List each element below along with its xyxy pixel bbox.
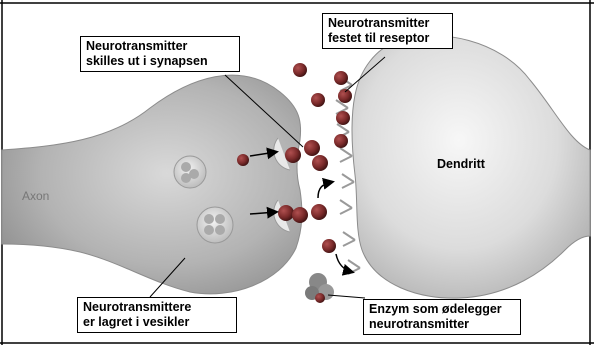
label-stored: Neurotransmittere er lagret i vesikler (77, 297, 237, 333)
neurotransmitter (278, 205, 294, 221)
vesicle (197, 207, 233, 243)
neurotransmitter (311, 204, 327, 220)
neurotransmitter (338, 89, 352, 103)
neurotransmitter (237, 154, 249, 166)
enzyme (305, 273, 334, 303)
label-bound-line2: festet til reseptor (328, 31, 447, 46)
neurotransmitter (311, 93, 325, 107)
vesicle-content (204, 214, 214, 224)
neurotransmitter (336, 111, 350, 125)
neurotransmitter (322, 239, 336, 253)
neurotransmitter (334, 134, 348, 148)
receptor (342, 174, 354, 188)
label-enzyme-line2: neurotransmitter (369, 317, 515, 332)
label-stored-line1: Neurotransmittere (83, 300, 231, 315)
label-enzyme: Enzym som ødelegger neurotransmitter (363, 299, 521, 335)
label-released-line2: skilles ut i synapsen (86, 54, 234, 69)
receptor (340, 148, 352, 162)
label-axon: Axon (22, 189, 49, 203)
diffusion-arrow (318, 182, 332, 198)
label-dendrite: Dendritt (437, 157, 485, 171)
neurotransmitter (312, 155, 328, 171)
diffusion-arrow (336, 254, 352, 272)
receptor (340, 200, 352, 214)
vesicle-content (215, 225, 225, 235)
leader-line-enzyme (328, 295, 365, 298)
label-enzyme-line1: Enzym som ødelegger (369, 302, 515, 317)
neurotransmitter (292, 207, 308, 223)
vesicle-content (181, 162, 191, 172)
vesicle-content (204, 225, 214, 235)
label-released: Neurotransmitter skilles ut i synapsen (80, 36, 240, 72)
neurotransmitter (334, 71, 348, 85)
label-bound-line1: Neurotransmitter (328, 16, 447, 31)
vesicle-content (215, 214, 225, 224)
label-released-line1: Neurotransmitter (86, 39, 234, 54)
neurotransmitter (285, 147, 301, 163)
receptor (343, 232, 355, 246)
neurotransmitter (304, 140, 320, 156)
neurotransmitter (293, 63, 307, 77)
label-stored-line2: er lagret i vesikler (83, 315, 231, 330)
axon-terminal (2, 75, 302, 294)
vesicle-content (181, 173, 191, 183)
label-bound: Neurotransmitter festet til reseptor (322, 13, 453, 49)
